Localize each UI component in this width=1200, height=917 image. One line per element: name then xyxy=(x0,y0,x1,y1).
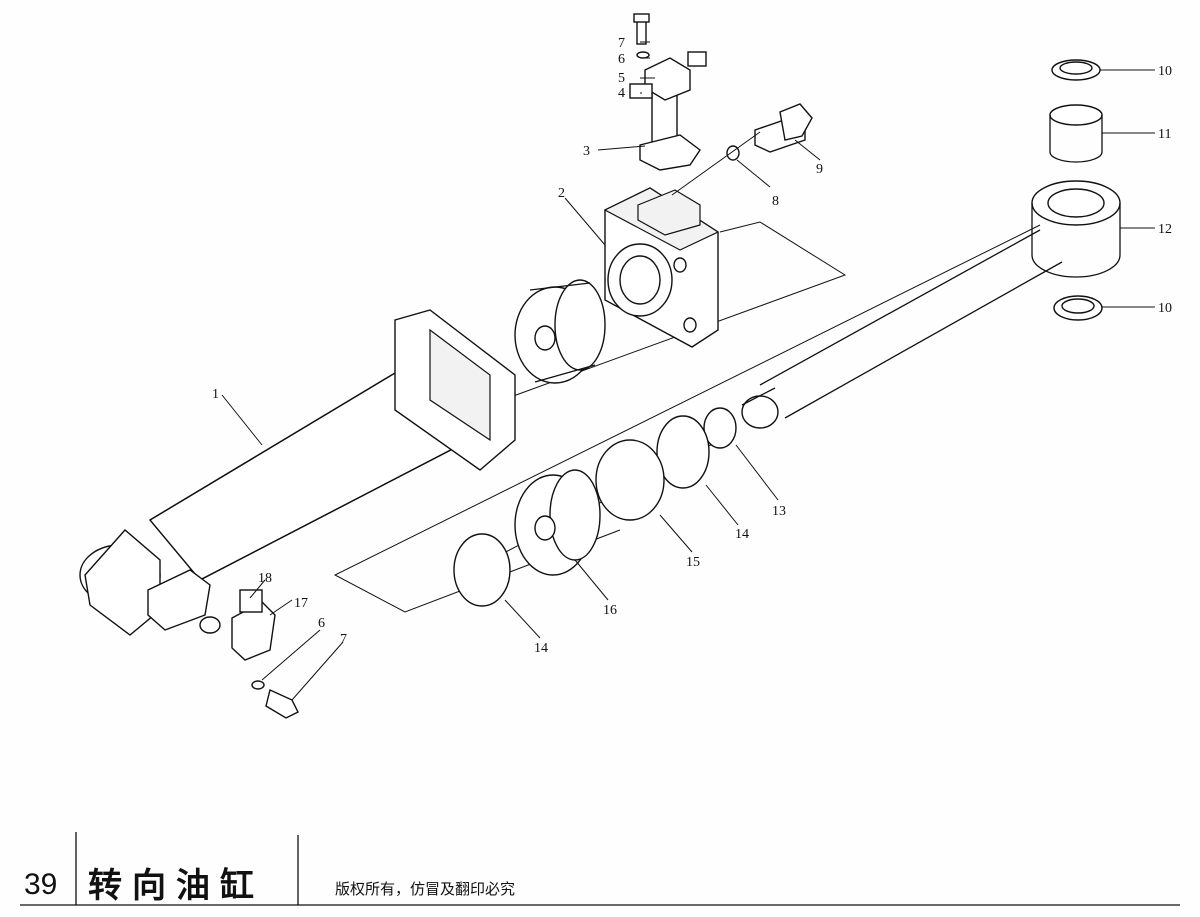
o-ring-13 xyxy=(703,407,737,449)
callout-10-bottom: 10 xyxy=(1158,301,1172,316)
page-title: 转向油缸 xyxy=(88,866,264,906)
assembly-outline-lower xyxy=(333,224,1041,613)
callout-15: 15 xyxy=(686,555,700,570)
callout-16: 16 xyxy=(603,603,617,618)
callout-17: 17 xyxy=(294,596,308,611)
callout-6-bottom: 6 xyxy=(318,616,325,631)
fitting-assembly-bottom xyxy=(147,569,299,719)
cylinder-head xyxy=(603,187,720,348)
leader-lines xyxy=(221,41,1155,701)
seal-ring-15 xyxy=(595,439,665,521)
callout-11: 11 xyxy=(1158,127,1171,142)
callout-14-right: 14 xyxy=(735,527,749,542)
piston-upper xyxy=(514,279,606,384)
callout-1: 1 xyxy=(212,387,219,402)
callout-18: 18 xyxy=(258,571,272,586)
seal-ring-14-left xyxy=(453,533,511,607)
page-number: 39 xyxy=(24,868,58,901)
callout-4: 4 xyxy=(618,86,625,101)
callout-14-left: 14 xyxy=(534,641,548,656)
callout-3: 3 xyxy=(583,144,590,159)
callout-7-top: 7 xyxy=(618,36,625,51)
bolt-9 xyxy=(754,103,813,153)
piston-rod xyxy=(741,229,1063,429)
piston-16 xyxy=(514,469,601,576)
bushing-11 xyxy=(1049,104,1103,163)
callout-9: 9 xyxy=(816,162,823,177)
callout-13: 13 xyxy=(772,504,786,519)
callout-12: 12 xyxy=(1158,222,1172,237)
callout-2: 2 xyxy=(558,186,565,201)
callout-7-bottom: 7 xyxy=(340,632,347,647)
copyright-notice: 版权所有，仿冒及翻印必究 xyxy=(335,880,516,898)
callout-6-top: 6 xyxy=(618,52,625,67)
seal-ring-14-right xyxy=(656,415,710,489)
fitting-assembly-top xyxy=(629,13,707,171)
rod-eye-12 xyxy=(1031,180,1121,278)
axis-line-fitting xyxy=(671,131,761,196)
cylinder-barrel xyxy=(79,309,516,636)
assembly-outline-upper xyxy=(474,221,847,411)
callout-5: 5 xyxy=(618,71,625,86)
callout-8: 8 xyxy=(772,194,779,209)
callout-10-top: 10 xyxy=(1158,64,1172,79)
